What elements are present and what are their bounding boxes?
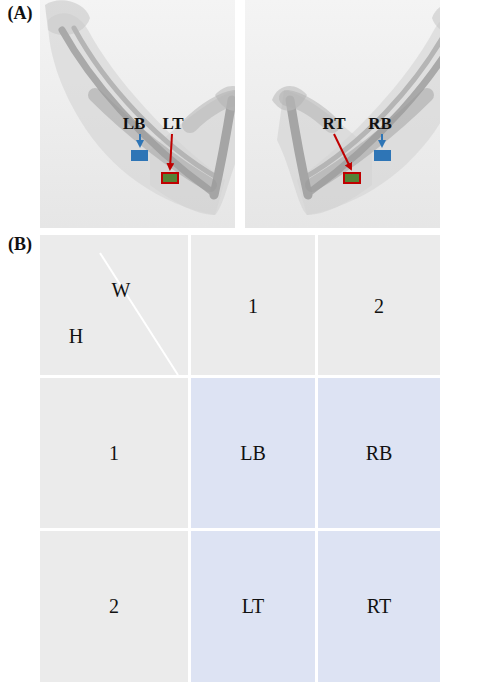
panel-label: (A) bbox=[8, 3, 33, 24]
table-cell-text: RB bbox=[366, 442, 393, 465]
right-arm-illustration bbox=[272, 0, 440, 215]
table-cell bbox=[191, 235, 315, 375]
row-header: 1 bbox=[109, 442, 119, 465]
column-header: 1 bbox=[248, 295, 258, 318]
row-header: 2 bbox=[109, 595, 119, 618]
panel-label: (B) bbox=[8, 234, 32, 255]
table-cell bbox=[318, 235, 440, 375]
table-cell bbox=[318, 531, 440, 682]
table-cell bbox=[40, 235, 188, 375]
table-cell-text: RT bbox=[367, 595, 391, 618]
table-cell bbox=[318, 378, 440, 528]
leader-arrow bbox=[139, 134, 141, 146]
callout-label: LT bbox=[162, 114, 183, 134]
table-cell bbox=[191, 531, 315, 682]
table-cell bbox=[40, 531, 188, 682]
callout-label: LB bbox=[123, 114, 146, 134]
table-cell bbox=[40, 378, 188, 528]
left-arm-illustration bbox=[45, 0, 235, 215]
electrode-marker bbox=[374, 150, 391, 161]
leader-arrow bbox=[381, 134, 383, 146]
column-header: 2 bbox=[374, 295, 384, 318]
table-cell-text: LB bbox=[240, 442, 266, 465]
leader-arrow bbox=[170, 134, 172, 169]
table-cell bbox=[191, 378, 315, 528]
electrode-marker bbox=[162, 173, 178, 183]
electrode-marker bbox=[131, 150, 148, 161]
diagonal-divider bbox=[100, 253, 178, 375]
callout-label: RT bbox=[322, 114, 345, 134]
header-label: H bbox=[69, 325, 83, 348]
header-label: W bbox=[112, 279, 131, 302]
leader-arrow bbox=[334, 134, 351, 169]
callout-label: RB bbox=[368, 114, 392, 134]
table-cell-text: LT bbox=[242, 595, 265, 618]
electrode-marker bbox=[344, 173, 360, 183]
